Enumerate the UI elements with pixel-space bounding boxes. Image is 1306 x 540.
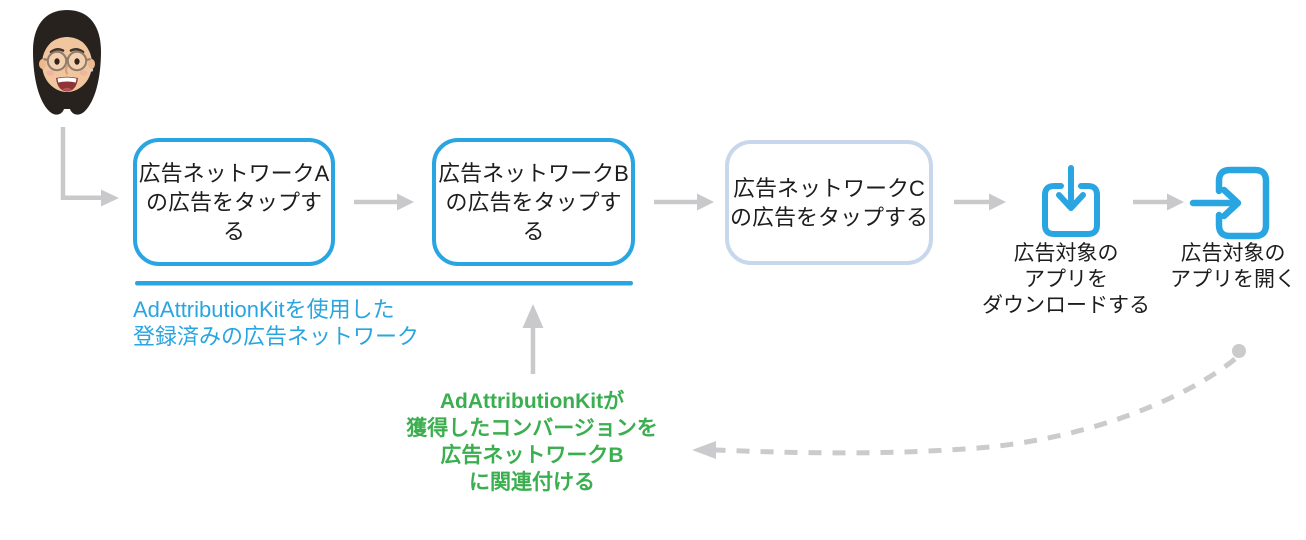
step-ad-network-a: 広告ネットワークA の広告をタップする (133, 138, 335, 266)
arrow-conversion-to-network-b (522, 304, 544, 374)
note-line: に関連付ける (469, 471, 595, 494)
note-line: AdAttributionKitを使用した (133, 297, 395, 322)
arrow-a-to-b (354, 193, 414, 211)
caption-line: ダウンロードする (982, 294, 1150, 317)
step-download-app (1039, 162, 1103, 240)
step-label-line: の広告をタップする (445, 189, 622, 244)
arrow-into-app-icon (1189, 166, 1270, 240)
note-line: 広告ネットワークB (440, 444, 624, 467)
avatar (24, 6, 110, 120)
caption-line: 広告対象の (1180, 242, 1286, 265)
open-app-caption: 広告対象の アプリを開く (1152, 241, 1306, 293)
note-line: AdAttributionKitが (439, 390, 625, 413)
arrow-avatar-to-network-a (60, 127, 119, 207)
download-into-tray-icon (1042, 165, 1100, 237)
dashed-feedback-arrow (692, 344, 1246, 459)
registered-networks-note: AdAttributionKitを使用した 登録済みの広告ネットワーク (133, 296, 419, 350)
arrow-c-to-download (954, 193, 1006, 211)
download-app-caption: 広告対象の アプリを ダウンロードする (975, 241, 1157, 319)
note-line: 登録済みの広告ネットワーク (133, 324, 420, 349)
step-ad-network-c: 広告ネットワークC の広告をタップする (725, 140, 933, 265)
step-label-line: の広告をタップする (729, 204, 928, 230)
caption-line: 広告対象の (1013, 242, 1119, 265)
conversion-attribution-note: AdAttributionKitが 獲得したコンバージョンを 広告ネットワークB… (382, 388, 682, 496)
registered-networks-underline (135, 281, 633, 286)
note-line: 獲得したコンバージョンを (406, 417, 658, 440)
step-label-line: 広告ネットワークC (733, 175, 925, 201)
arrow-download-to-open (1133, 193, 1184, 211)
step-label-line: 広告ネットワークA (138, 160, 330, 186)
arrow-b-to-c (654, 193, 714, 211)
step-label-line: 広告ネットワークB (438, 160, 629, 186)
user-memoji-icon (33, 10, 101, 115)
caption-line: アプリを開く (1170, 268, 1296, 291)
step-ad-network-b: 広告ネットワークB の広告をタップする (432, 138, 635, 266)
caption-line: アプリを (1024, 268, 1108, 291)
step-open-app (1186, 165, 1272, 241)
step-label-line: の広告をタップする (145, 189, 322, 244)
